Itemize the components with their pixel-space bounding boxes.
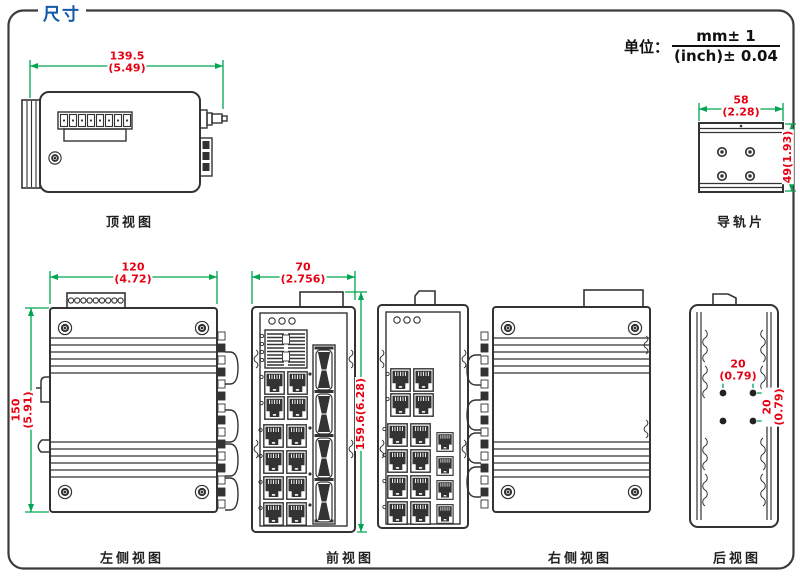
- caption-top-view: 顶视图: [105, 215, 155, 231]
- right-side-view-drawing: [466, 289, 651, 513]
- dim-rail-width: 58 (2.28): [721, 93, 761, 120]
- screw-icon: [500, 484, 516, 500]
- front-view-copper-drawing: [377, 290, 469, 529]
- heatsink-ribs: [493, 441, 650, 478]
- unit-note: 单位： mm± 1 (inch)± 0.04: [624, 27, 780, 65]
- mount-holes: [719, 389, 757, 425]
- heatsink-ribs: [50, 337, 217, 374]
- rj45-port-grid: [263, 371, 308, 526]
- heatsink-ribs: [493, 337, 650, 374]
- dim-front-view-height: 159.6(6.28): [353, 377, 368, 451]
- fiber-port-strip: [312, 344, 336, 525]
- dim-left-view-width: 120 (4.72): [113, 260, 153, 287]
- dim-back-hole-vertical: 20 (0.79): [760, 387, 787, 427]
- unit-imperial: (inch)± 0.04: [674, 47, 778, 65]
- din-clip-hook: [36, 376, 50, 403]
- caption-right-side-view: 右侧视图: [547, 551, 613, 567]
- front-view-drawing: [251, 291, 356, 533]
- rail-plate-drawing: [698, 122, 784, 193]
- caption-front-view: 前视图: [325, 551, 375, 567]
- caption-back-view: 后视图: [712, 551, 762, 567]
- mount-hole-icon: [716, 170, 728, 182]
- unit-fraction: mm± 1 (inch)± 0.04: [672, 27, 780, 65]
- led-indicators: [393, 316, 421, 324]
- port-side-bumps: [225, 351, 239, 511]
- mount-hole-icon: [744, 170, 756, 182]
- heatsink-ribs: [50, 441, 217, 478]
- dim-front-view-width: 70 (2.756): [279, 260, 327, 287]
- caption-rail-plate: 导轨片: [716, 215, 766, 231]
- knurl-marks: [702, 329, 766, 507]
- unit-metric: mm± 1: [672, 27, 780, 47]
- screw-icon: [194, 320, 210, 336]
- dim-back-hole-horizontal: 20 (0.79): [718, 357, 758, 384]
- dim-rail-height: 49(1.93): [780, 129, 795, 185]
- unit-label: 单位：: [624, 37, 670, 56]
- screw-icon: [57, 320, 73, 336]
- dip-switch-block: [264, 329, 308, 369]
- screw-icon: [627, 320, 643, 336]
- screw-icon: [48, 151, 62, 165]
- screw-icon: [57, 484, 73, 500]
- screw-icon: [194, 484, 210, 500]
- dim-top-view-width: 139.5 (5.49): [107, 49, 147, 76]
- mount-hole-icon: [716, 146, 728, 158]
- led-indicators: [268, 317, 296, 325]
- screw-icon: [627, 484, 643, 500]
- rj45-port-grid: [387, 368, 454, 525]
- panel-border: [7, 9, 795, 570]
- screw-icon: [500, 320, 516, 336]
- caption-left-side-view: 左侧视图: [99, 551, 165, 567]
- mount-hole-icon: [744, 146, 756, 158]
- port-side-bumps: [466, 354, 481, 498]
- din-clip-spring: [37, 439, 50, 453]
- page-title: 尺寸: [38, 0, 86, 25]
- top-view-drawing: [21, 91, 228, 193]
- left-side-view-drawing: [36, 292, 239, 513]
- dim-left-view-height: 150 (5.91): [9, 390, 36, 430]
